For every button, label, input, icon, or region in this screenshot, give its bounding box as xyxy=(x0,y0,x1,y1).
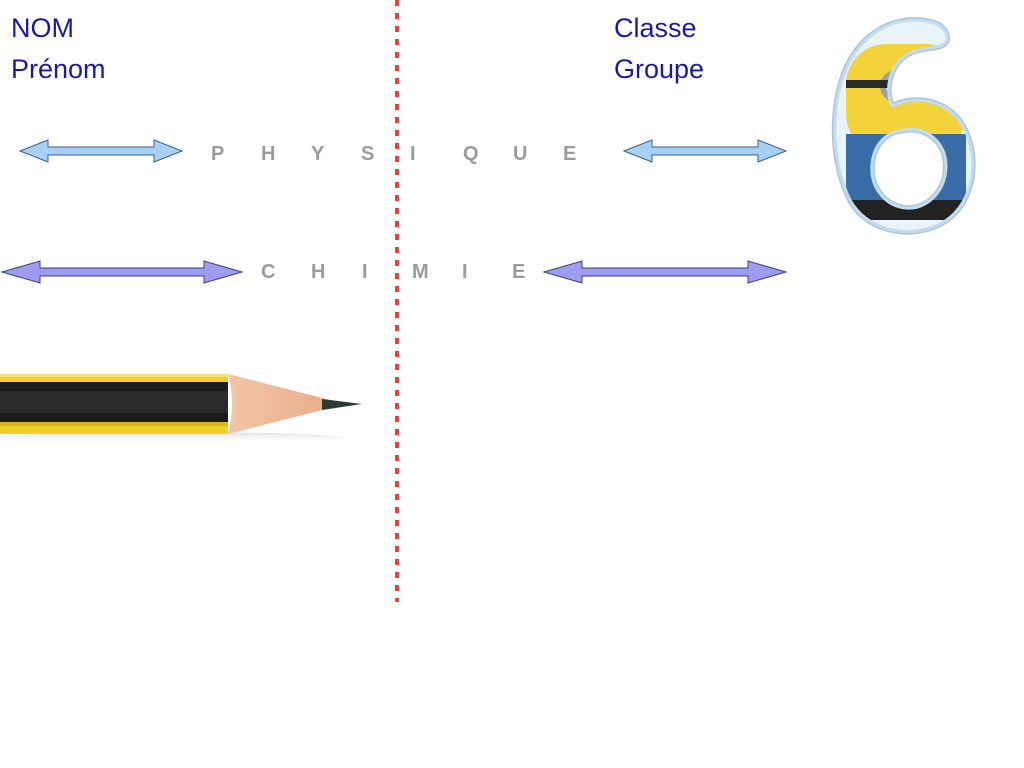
prenom-label: Prénom xyxy=(11,54,106,84)
classe-label: Classe xyxy=(614,13,697,43)
physique-letter: H xyxy=(261,143,276,165)
physique-letter: E xyxy=(563,143,577,165)
physique-arrow-left xyxy=(18,139,184,163)
physique-letter: Y xyxy=(311,143,325,165)
physique-letter: S xyxy=(361,143,375,165)
dotted-divider xyxy=(395,0,399,602)
physique-arrow-right xyxy=(622,139,788,163)
groupe-label: Groupe xyxy=(614,54,705,84)
pencil-icon xyxy=(0,374,362,442)
physique-letter: U xyxy=(513,143,528,165)
number-six-icon xyxy=(831,17,976,235)
nom-label: NOM xyxy=(11,13,74,43)
chimie-letter: C xyxy=(261,261,276,283)
chimie-arrow-right xyxy=(542,260,788,284)
chimie-letter: I xyxy=(362,261,368,283)
chimie-letter: H xyxy=(311,261,326,283)
chimie-letter: I xyxy=(462,261,468,283)
physique-letter: Q xyxy=(463,143,479,165)
chimie-letter: M xyxy=(412,261,429,283)
physique-letter: I xyxy=(410,143,416,165)
physique-letter: P xyxy=(211,143,225,165)
chimie-letter: E xyxy=(512,261,526,283)
chimie-arrow-left xyxy=(0,260,244,284)
